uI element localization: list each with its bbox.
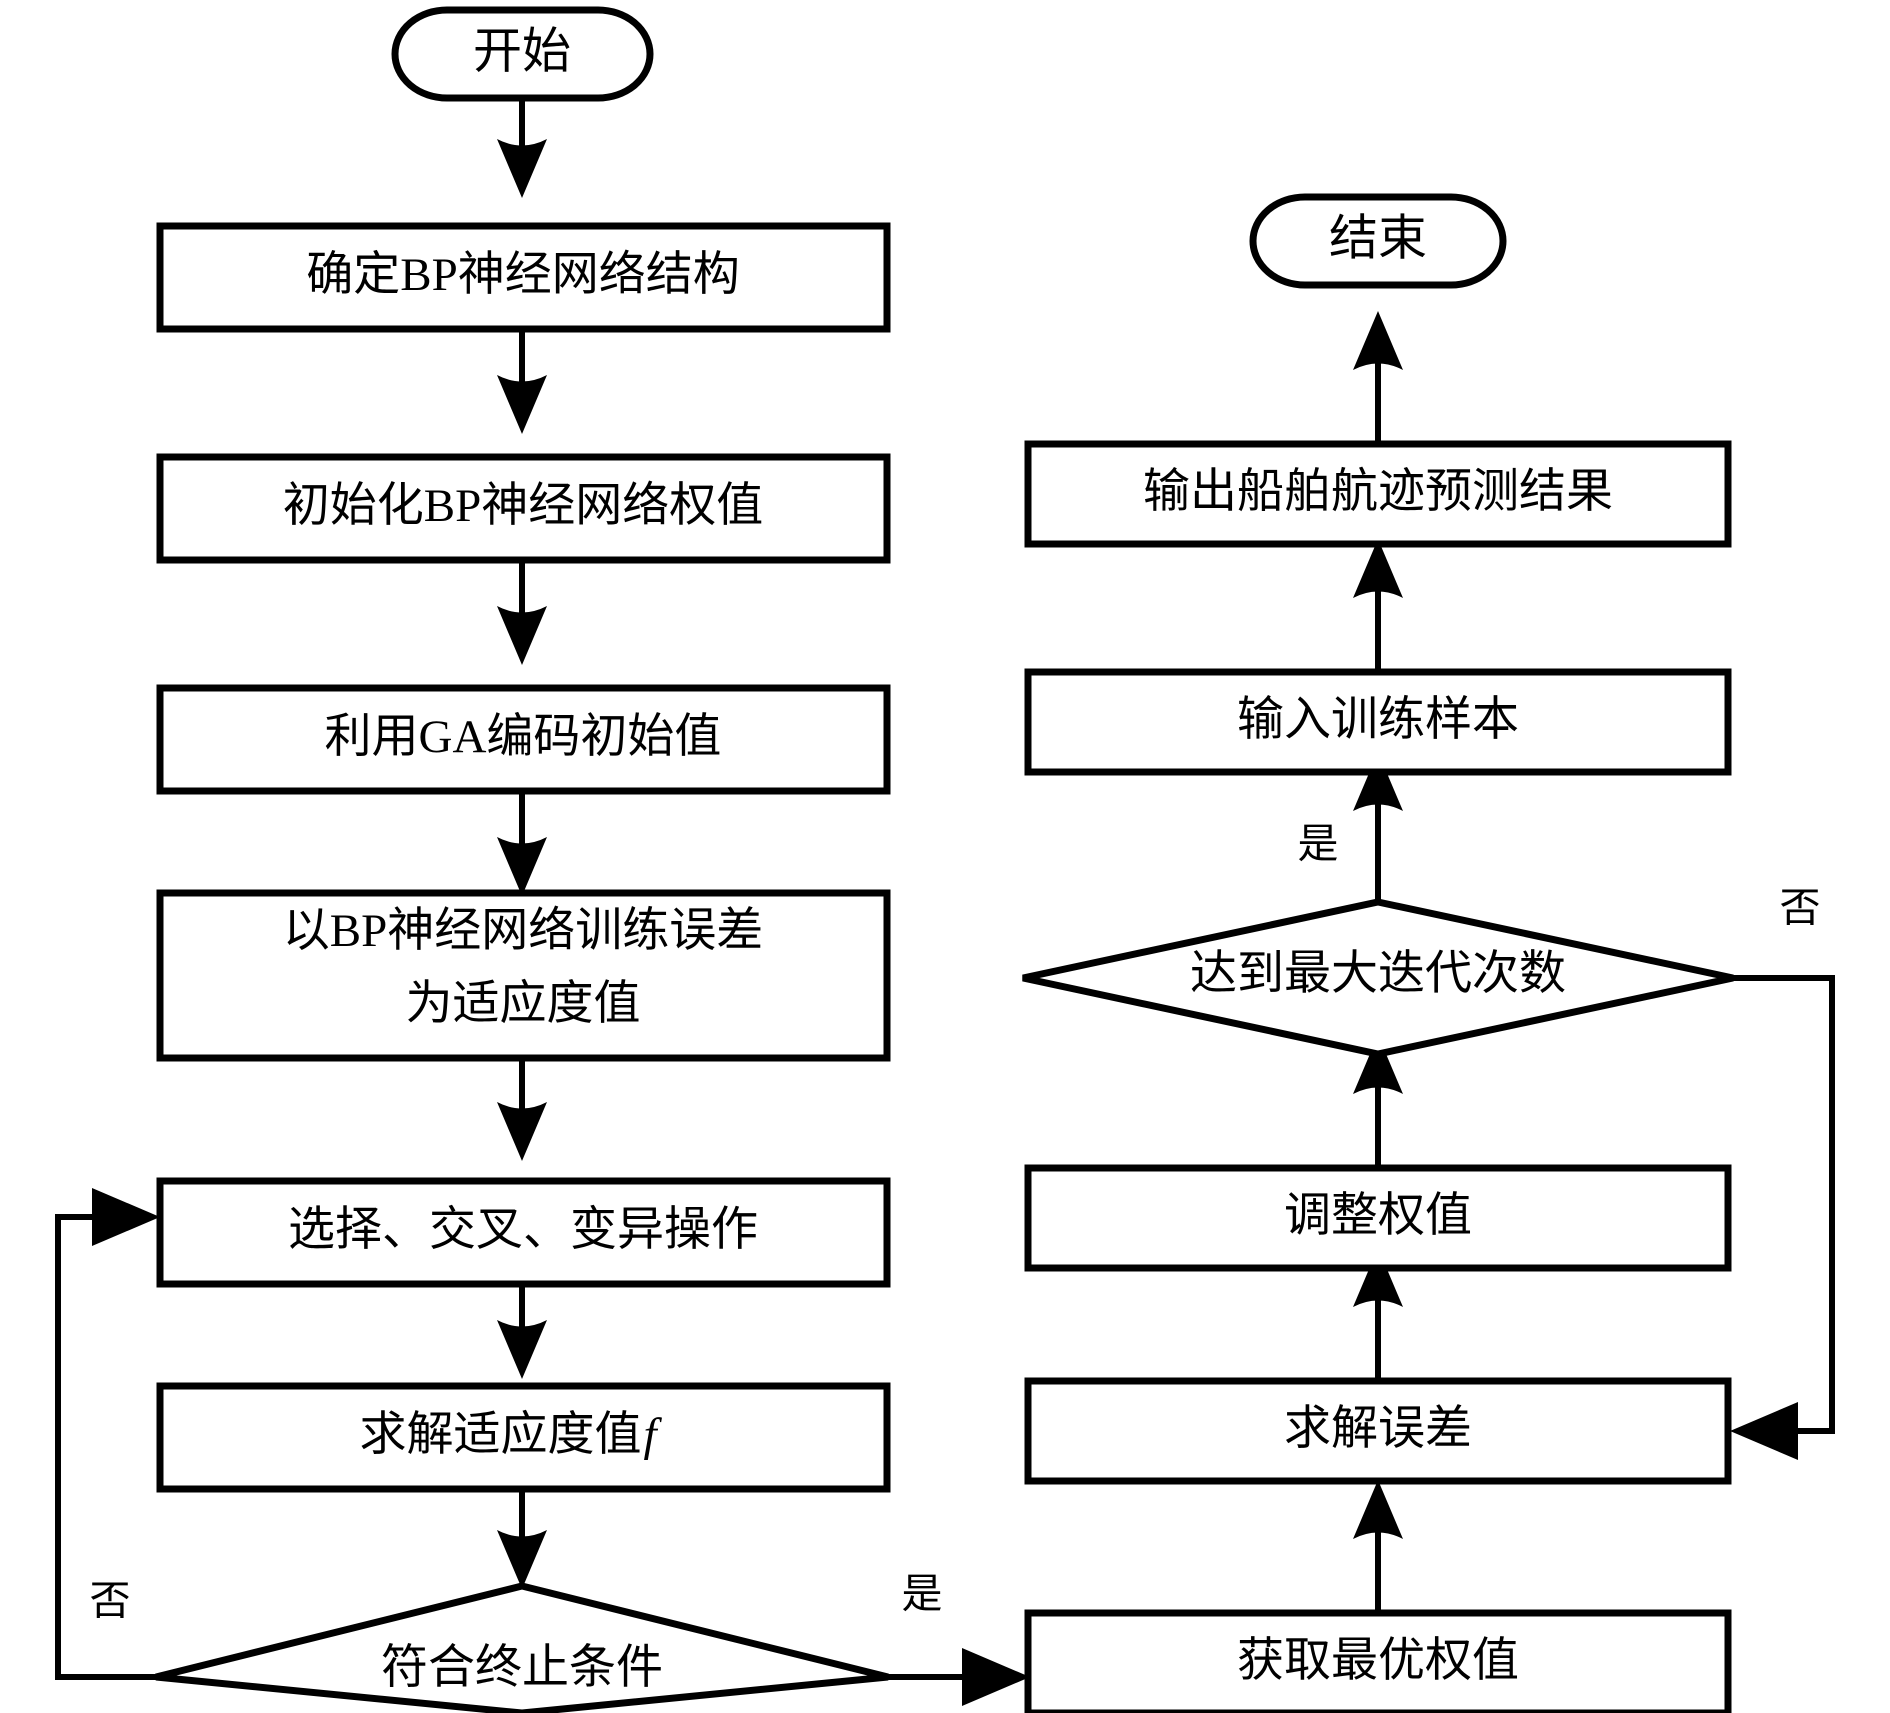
- node-fitness-label-line2: 为适应度值: [406, 978, 641, 1030]
- node-start-label: 开始: [473, 23, 571, 78]
- edge-trainsample-to-output: [1353, 539, 1403, 672]
- node-structure[interactable]: 确定BP神经网络结构: [156, 222, 891, 333]
- node-gaencode-label: 利用GA编码初始值: [325, 711, 722, 763]
- node-initweight-label: 初始化BP神经网络权值: [283, 480, 764, 532]
- edge-terminate-no-to-operators: 否: [55, 1188, 160, 1680]
- edge-gaencode-to-fitness: [497, 791, 547, 896]
- process-shape-output: [1024, 440, 1732, 548]
- edge-bestweight-to-solveerr: [1353, 1480, 1403, 1613]
- node-end-label: 结束: [1329, 210, 1427, 265]
- edge-terminate-yes-to-bestweight: 是: [888, 1570, 1030, 1706]
- edge-maxiter-yes-to-trainsample: 是: [1298, 752, 1403, 902]
- node-fitness[interactable]: 以BP神经网络训练误差 为适应度值: [156, 889, 891, 1062]
- node-maxiter-label: 达到最大迭代次数: [1190, 948, 1566, 1000]
- process-shape-bestweight: [1024, 1609, 1732, 1713]
- edge-solveerr-to-adjust: [1353, 1248, 1403, 1381]
- edge-initweight-to-gaencode: [497, 560, 547, 665]
- node-end[interactable]: 结束: [1249, 193, 1507, 289]
- node-gaencode[interactable]: 利用GA编码初始值: [156, 684, 891, 795]
- process-shape-trainsample: [1024, 668, 1732, 776]
- node-bestweight[interactable]: 获取最优权值: [1024, 1609, 1732, 1713]
- node-solvefit-label: 求解适应度值f: [359, 1409, 662, 1461]
- edge-operators-to-solvefit: [497, 1284, 547, 1379]
- process-shape-gaencode: [156, 684, 891, 795]
- node-solveerr[interactable]: 求解误差: [1024, 1377, 1732, 1485]
- node-trainsample[interactable]: 输入训练样本: [1024, 668, 1732, 776]
- node-terminate-label: 符合终止条件: [381, 1642, 663, 1694]
- edge-label-maxiter-no: 否: [1780, 884, 1821, 930]
- node-terminate[interactable]: 符合终止条件: [155, 1582, 889, 1713]
- edge-fitness-to-operators: [497, 1058, 547, 1161]
- edge-label-terminate-yes: 是: [902, 1570, 943, 1616]
- node-fitness-label-line1: 以BP神经网络训练误差: [283, 905, 764, 957]
- process-shape-solveerr: [1024, 1377, 1732, 1485]
- decision-shape-terminate: [155, 1582, 889, 1713]
- edge-solvefit-to-terminate: [497, 1489, 547, 1589]
- node-solvefit[interactable]: 求解适应度值f: [156, 1382, 891, 1493]
- edge-structure-to-initweight: [497, 329, 547, 434]
- node-output[interactable]: 输出船舶航迹预测结果: [1024, 440, 1732, 548]
- decision-shape-maxiter: [1022, 898, 1734, 1058]
- node-start[interactable]: 开始: [391, 6, 654, 102]
- node-trainsample-label: 输入训练样本: [1237, 694, 1519, 746]
- node-solveerr-label: 求解误差: [1284, 1403, 1472, 1455]
- edge-start-to-structure: [497, 98, 547, 198]
- node-adjust[interactable]: 调整权值: [1024, 1164, 1732, 1272]
- edge-label-maxiter-yes: 是: [1298, 820, 1339, 866]
- edge-output-to-end: [1353, 311, 1403, 444]
- edge-label-terminate-no: 否: [90, 1577, 131, 1623]
- edge-adjust-to-maxiter: [1353, 1035, 1403, 1168]
- node-adjust-label: 调整权值: [1284, 1190, 1472, 1242]
- node-operators[interactable]: 选择、交叉、变异操作: [156, 1177, 891, 1288]
- node-bestweight-label: 获取最优权值: [1237, 1635, 1519, 1687]
- process-shape-structure: [156, 222, 891, 333]
- node-structure-label: 确定BP神经网络结构: [306, 249, 740, 301]
- node-operators-label: 选择、交叉、变异操作: [288, 1204, 758, 1256]
- node-maxiter[interactable]: 达到最大迭代次数: [1022, 898, 1734, 1058]
- terminator-shape-end: [1249, 193, 1507, 289]
- edge-maxiter-no-to-solveerr: 否: [1730, 884, 1835, 1460]
- node-solvefit-text: 求解适应度值: [359, 1409, 641, 1461]
- node-initweight[interactable]: 初始化BP神经网络权值: [156, 453, 891, 564]
- node-output-label: 输出船舶航迹预测结果: [1143, 466, 1613, 518]
